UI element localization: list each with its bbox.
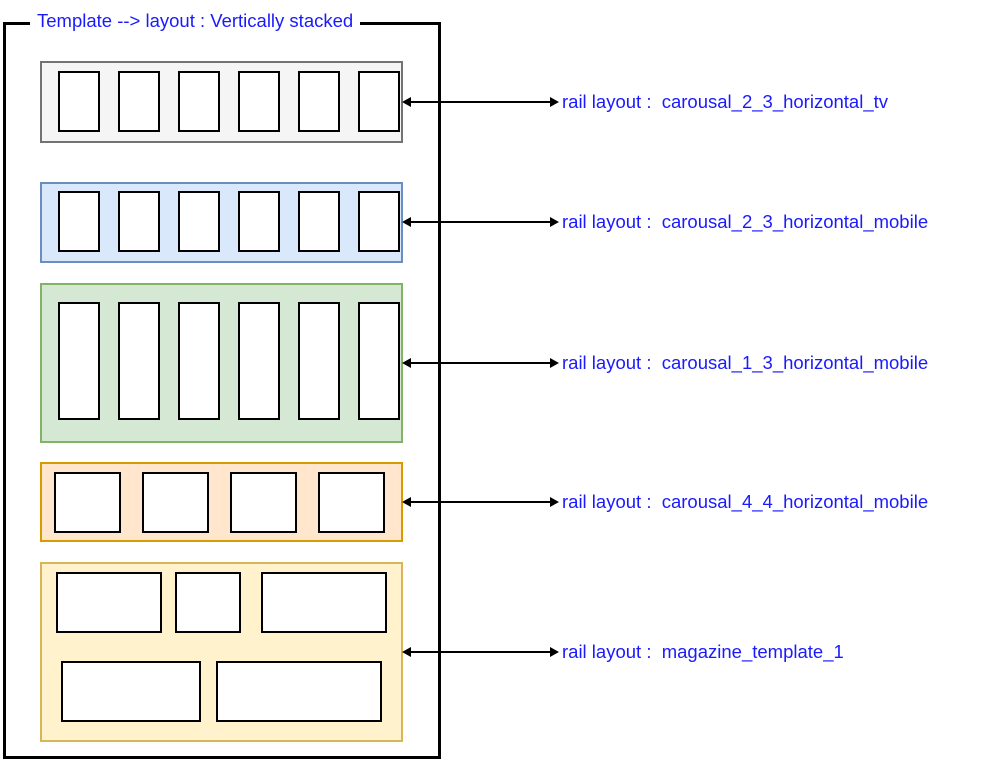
card-placeholder xyxy=(358,71,400,132)
card-placeholder xyxy=(175,572,241,633)
rail-magazine-template-1 xyxy=(40,562,403,742)
rail-layout-label-2-3-mobile: rail layout : carousal_2_3_horizontal_mo… xyxy=(562,211,929,232)
rail-carousal-2-3-horizontal-tv xyxy=(40,61,403,143)
double-arrow-rail-2 xyxy=(402,217,559,227)
rail-layout-label-tv: rail layout : carousal_2_3_horizontal_tv xyxy=(562,91,888,112)
card-placeholder xyxy=(178,191,220,252)
card-placeholder xyxy=(118,302,160,420)
double-arrow-rail-3 xyxy=(402,358,559,368)
card-placeholder xyxy=(118,191,160,252)
card-placeholder xyxy=(178,302,220,420)
double-arrow-rail-4 xyxy=(402,497,559,507)
card-placeholder xyxy=(318,472,385,533)
card-placeholder xyxy=(358,302,400,420)
magazine-top-row xyxy=(42,572,401,633)
card-placeholder xyxy=(238,191,280,252)
card-placeholder xyxy=(298,191,340,252)
double-arrow-rail-1 xyxy=(402,97,559,107)
rail-carousal-4-4-horizontal-mobile xyxy=(40,462,403,542)
rail-carousal-2-3-horizontal-mobile xyxy=(40,182,403,263)
card-placeholder xyxy=(358,191,400,252)
card-placeholder xyxy=(56,572,162,633)
card-placeholder xyxy=(178,71,220,132)
rail-layout-label-4-4-mobile: rail layout : carousal_4_4_horizontal_mo… xyxy=(562,491,929,512)
template-title: Template --> layout : Vertically stacked xyxy=(30,9,361,33)
card-placeholder xyxy=(54,472,121,533)
card-placeholder xyxy=(238,302,280,420)
card-placeholder xyxy=(142,472,209,533)
card-placeholder xyxy=(238,71,280,132)
card-placeholder xyxy=(118,71,160,132)
card-placeholder xyxy=(298,71,340,132)
card-placeholder xyxy=(298,302,340,420)
magazine-bottom-row xyxy=(42,661,401,722)
card-placeholder xyxy=(58,302,100,420)
card-placeholder xyxy=(216,661,382,722)
double-arrow-rail-5 xyxy=(402,647,559,657)
rail-layout-label-1-3-mobile: rail layout : carousal_1_3_horizontal_mo… xyxy=(562,352,929,373)
card-placeholder xyxy=(230,472,297,533)
card-placeholder xyxy=(261,572,387,633)
rail-carousal-1-3-horizontal-mobile xyxy=(40,283,403,443)
card-placeholder xyxy=(58,191,100,252)
card-placeholder xyxy=(58,71,100,132)
rail-layout-label-magazine: rail layout : magazine_template_1 xyxy=(562,641,844,662)
card-placeholder xyxy=(61,661,201,722)
